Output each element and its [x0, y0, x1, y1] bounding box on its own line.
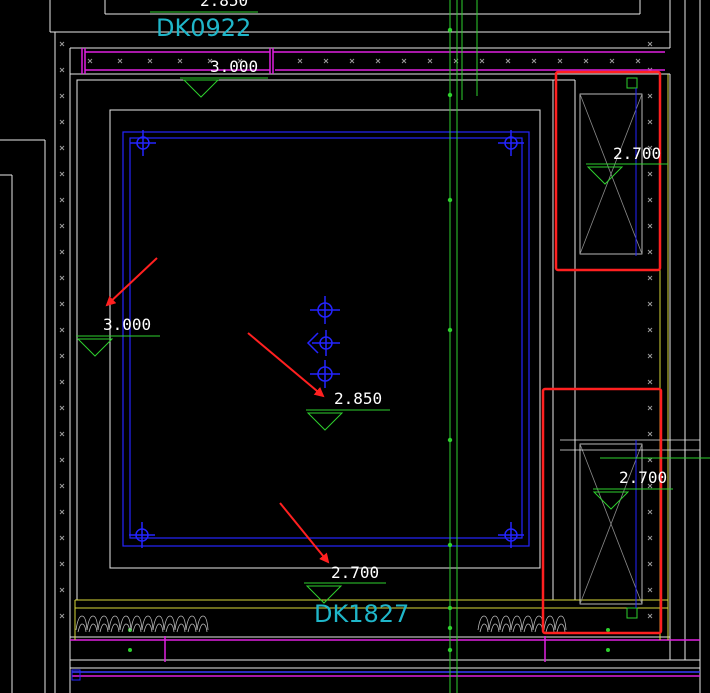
level-label-right-top: 2.700 — [613, 144, 661, 163]
column-marker-icon — [129, 522, 155, 548]
room-code-bottom: DK1827 — [314, 600, 409, 628]
column-marker-icon — [498, 522, 524, 548]
highlight-boxes — [541, 70, 663, 635]
column-marker-icon — [498, 130, 524, 156]
room-code-top: DK0922 — [156, 14, 251, 42]
column-marker-icon — [310, 296, 340, 324]
elevation-triangle-icon — [306, 409, 390, 431]
blue-frame — [122, 131, 530, 547]
elevation-markers — [76, 11, 710, 604]
elevation-triangle-icon — [592, 488, 673, 510]
grid-axes — [449, 0, 478, 693]
yellow-boundary — [74, 74, 669, 640]
beam-x-markers — [59, 41, 653, 619]
level-label-top-beam: 3.000 — [210, 57, 258, 76]
elevation-triangle-icon — [180, 77, 268, 98]
level-label-center: 2.850 — [334, 389, 382, 408]
hatch-pattern-icon — [75, 615, 567, 633]
red-arrow-icon — [279, 502, 330, 564]
red-arrows — [105, 257, 330, 564]
top-partial-label: 2.850 — [200, 0, 248, 10]
highlight-box-right-bottom — [541, 387, 663, 635]
red-arrow-icon — [105, 257, 158, 307]
level-label-bottom: 2.700 — [331, 563, 379, 582]
level-label-right-bottom: 2.700 — [619, 468, 667, 487]
column-marker-icon — [306, 330, 340, 356]
axis-nodes — [128, 27, 610, 653]
magenta-beam — [70, 48, 700, 677]
column-markers — [129, 130, 524, 548]
right-fixture-markers — [71, 77, 638, 681]
right-fixtures — [560, 93, 700, 605]
level-label-left: 3.000 — [103, 315, 151, 334]
highlight-box-right-top — [554, 70, 662, 272]
column-marker-icon — [130, 130, 156, 156]
elevation-triangle-icon — [304, 582, 386, 604]
drop-ceiling-outline — [109, 109, 541, 569]
column-marker-icon — [310, 360, 340, 388]
elevation-triangle-icon — [76, 335, 160, 357]
elevation-triangle-icon — [586, 163, 668, 185]
red-arrow-icon — [247, 332, 325, 398]
